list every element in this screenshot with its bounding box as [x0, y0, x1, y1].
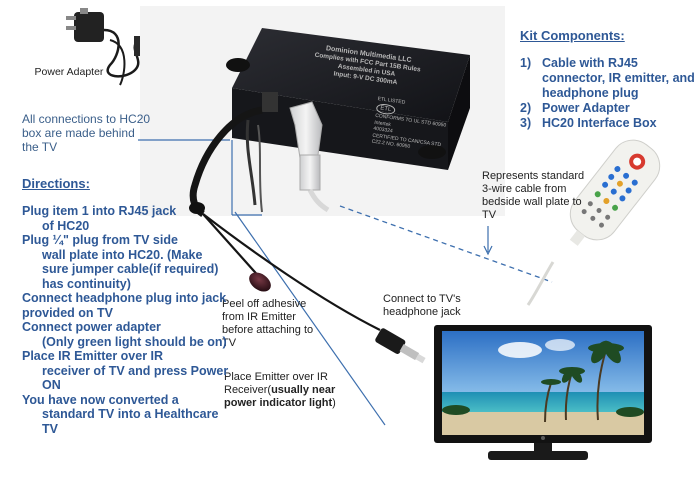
direction-step-sub: standard TV into a Healthcare TV: [42, 407, 219, 436]
direction-step-main: Plug ¼" plug from TV side: [22, 233, 178, 247]
kit-item: 3) HC20 Interface Box: [520, 116, 695, 131]
hc20-box-illustration: [226, 28, 470, 170]
kit-item-text: Power Adapter: [542, 101, 630, 115]
direction-step: Connect headphone plug into jack provide…: [22, 291, 232, 320]
dashed-cable-line: [339, 205, 553, 283]
place-emitter-end: ): [332, 397, 336, 409]
kit-item-number: 1): [520, 56, 532, 70]
headphone-plug-illustration: [375, 328, 426, 364]
ir-emitter-illustration: [249, 272, 271, 292]
kit-item-number: 3): [520, 116, 532, 130]
remote-illustration: [569, 139, 661, 246]
direction-step: Plug ¼" plug from TV side wall plate int…: [22, 233, 232, 291]
place-emitter-label: Place Emitter over IR Receiver(usually n…: [224, 371, 344, 410]
direction-step-main: Connect power adapter: [22, 320, 161, 334]
direction-step-sub: of HC20: [42, 218, 90, 233]
kit-title: Kit Components:: [520, 28, 625, 43]
directions-list: Plug item 1 into RJ45 jack of HC20 Plug …: [22, 204, 232, 436]
kit-item-text: Cable with RJ45 connector, IR emitter, a…: [542, 56, 695, 100]
place-emitter-text: Place Emitter over IR Receiver(: [224, 371, 328, 396]
connections-note: All connections to HC20 box are made beh…: [22, 112, 151, 154]
kit-item-number: 2): [520, 101, 532, 115]
direction-step-sub: (Only green light should be on): [42, 334, 227, 349]
white-plug-illustration: [289, 101, 330, 213]
direction-step: Connect power adapter (Only green light …: [22, 320, 232, 349]
kit-item: 1) Cable with RJ45 connector, IR emitter…: [520, 56, 695, 101]
direction-step-sub: wall plate into HC20. (Make sure jumper …: [42, 247, 219, 291]
place-emitter-bold: usually near power indicator light: [224, 384, 336, 409]
kit-item-text: HC20 Interface Box: [542, 116, 657, 130]
kit-item: 2) Power Adapter: [520, 101, 695, 116]
represents-label: Represents standard 3-wire cable from be…: [482, 170, 585, 221]
power-adapter-label: Power Adapter: [34, 66, 104, 78]
direction-step: Place IR Emitter over IR receiver of TV …: [22, 349, 232, 393]
direction-step-main: Connect headphone plug into jack provide…: [22, 291, 227, 320]
connect-tv-label: Connect to TV's headphone jack: [383, 293, 461, 318]
power-adapter-illustration: [66, 8, 140, 86]
direction-step-main: Place IR Emitter over IR: [22, 349, 164, 363]
direction-step: Plug item 1 into RJ45 jack of HC20: [22, 204, 232, 233]
tv-illustration: [434, 325, 652, 460]
direction-step: You have now converted a standard TV int…: [22, 393, 232, 437]
kit-list: 1) Cable with RJ45 connector, IR emitter…: [520, 56, 695, 131]
direction-step-main: You have now converted a: [22, 392, 179, 407]
direction-step-sub: receiver of TV and press Power ON: [42, 363, 229, 393]
direction-step-main: Plug item 1 into RJ45 jack: [22, 204, 177, 218]
directions-title: Directions:: [22, 176, 90, 191]
peel-off-label: Peel off adhesive from IR Emitter before…: [222, 298, 314, 349]
remote-cord: [526, 261, 555, 306]
